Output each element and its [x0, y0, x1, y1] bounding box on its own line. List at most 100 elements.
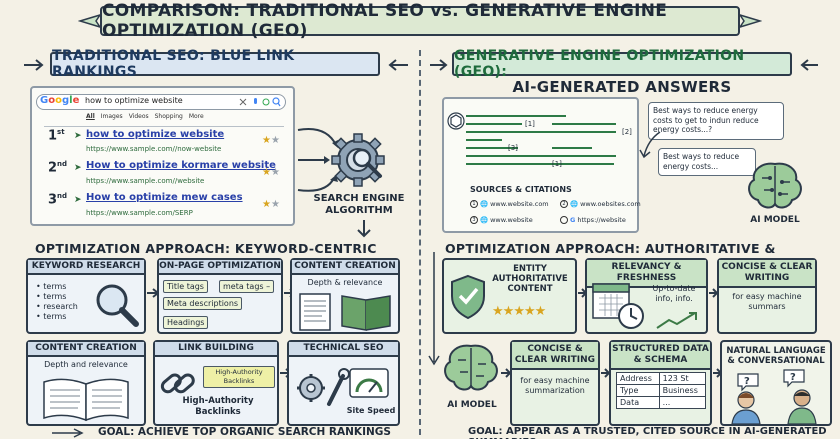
- natural-language-box: NATURAL LANGUAGE & CONVERSATIONAL ? ?: [720, 340, 832, 426]
- onpage-optimization-box: ON-PAGE OPTIMIZATION Title tags meta tag…: [157, 258, 283, 334]
- keyword-research-title: KEYWORD RESEARCH: [28, 260, 144, 275]
- structured-title: STRUCTURED DATA & SCHEMA: [611, 342, 710, 370]
- open-book-icon: [43, 378, 129, 422]
- keyword-term-list: • terms • terms • research • terms: [36, 282, 78, 321]
- entity-authoritative-box: ENTITY AUTHORITATIVE CONTENT ★★★★★: [442, 258, 577, 334]
- link-building-box: LINK BUILDING High-Authority Backlinks H…: [153, 340, 279, 426]
- sources-title: SOURCES & CITATIONS: [470, 185, 572, 194]
- tab-videos[interactable]: Videos: [128, 113, 149, 120]
- citation-marker[interactable]: [3]: [508, 144, 518, 152]
- page-title: COMPARISON: TRADITIONAL SEO vs. GENERATI…: [100, 1, 740, 41]
- term-item: terms: [43, 312, 67, 321]
- star-icon: ★: [502, 304, 515, 319]
- left-header-arrow-right-icon: [388, 59, 408, 71]
- rating-stars: ★★★★★: [492, 304, 547, 319]
- citation-marker[interactable]: [1]: [525, 120, 535, 128]
- result-title-1[interactable]: how to optimize website: [86, 129, 225, 140]
- star-icon: ★: [534, 304, 547, 319]
- google-tabs: All Images Videos Shopping More: [86, 113, 204, 120]
- star-icon: ★: [262, 135, 271, 146]
- magnifier-icon: [352, 148, 382, 178]
- globe-icon: 🌐: [480, 200, 489, 208]
- content-creation-box-bottom: CONTENT CREATION Depth and relevance: [26, 340, 146, 426]
- headings-tag: Headings: [163, 316, 209, 329]
- keyword-research-box: KEYWORD RESEARCH • terms • terms • resea…: [26, 258, 146, 334]
- entity-title: ENTITY AUTHORITATIVE CONTENT: [492, 264, 568, 294]
- source-item[interactable]: 1🌐www.website.com: [470, 200, 549, 208]
- chat-bubble-2: Best ways to reduce energy costs...: [658, 148, 756, 176]
- google-logo: Google: [40, 95, 80, 106]
- term-item: terms: [43, 292, 67, 301]
- document-book-icon: [299, 293, 391, 331]
- seo-section-header: TRADITIONAL SEO: BLUE LINK RANKINGS: [50, 48, 380, 80]
- result-title-2[interactable]: How to optimize kormare website: [86, 160, 276, 171]
- chain-link-icon: [160, 373, 195, 394]
- ai-model-label: AI MODEL: [750, 215, 800, 225]
- algorithm-label: SEARCH ENGINE ALGORITHM: [313, 193, 405, 216]
- geo-goal: GOAL: APPEAR AS A TRUSTED, CITED SOURCE …: [468, 426, 827, 439]
- magnifier-icon: [96, 284, 139, 327]
- content-creation-subtitle: Depth and relevance: [44, 360, 128, 369]
- citation-marker[interactable]: [1]: [552, 160, 562, 168]
- search-query: how to optimize website: [85, 96, 183, 105]
- result-arrow-icon: ➤: [74, 163, 82, 173]
- concise-text: for easy machine summars: [732, 292, 802, 311]
- tab-images[interactable]: Images: [100, 113, 123, 120]
- result-title-3[interactable]: How to optimize mew cases: [86, 192, 243, 203]
- backlinks-badge: High-Authority Backlinks: [203, 366, 275, 388]
- flow-arrow-icon: [428, 252, 440, 366]
- tab-all[interactable]: All: [86, 113, 95, 120]
- star-icon: ★: [262, 167, 271, 178]
- content-creation-box-top: CONTENT CREATION Depth & relevance: [290, 258, 400, 334]
- content-creation-title: CONTENT CREATION: [292, 260, 398, 275]
- star-icon: ★: [270, 167, 280, 178]
- speedometer-icon: [349, 368, 389, 398]
- google-g-icon: G: [570, 216, 576, 224]
- center-divider: [419, 50, 421, 435]
- svg-text:?: ?: [790, 372, 796, 383]
- globe-icon: 🌐: [570, 200, 579, 208]
- globe-icon: 🌐: [480, 216, 489, 224]
- goal-arrow-icon: [52, 428, 84, 438]
- geo-subheader: AI-GENERATED ANSWERS: [512, 78, 732, 96]
- result-arrow-icon: ➤: [74, 195, 82, 205]
- chatgpt-logo-icon: [447, 112, 465, 130]
- down-arrow-icon: [357, 220, 371, 238]
- result-url-1: https://www.sample.com//now-website: [86, 145, 222, 153]
- ai-answer-text-lines: [466, 115, 616, 165]
- tab-shopping[interactable]: Shopping: [154, 113, 183, 120]
- algorithm-graphic: [297, 128, 385, 192]
- content-creation-subtitle: Depth & relevance: [307, 278, 383, 287]
- technical-seo-title: TECHNICAL SEO: [289, 342, 398, 357]
- tab-more[interactable]: More: [188, 113, 204, 120]
- star-icon: ★: [523, 304, 536, 319]
- result-stars-3: ★★: [262, 192, 280, 211]
- term-item: terms: [43, 282, 67, 291]
- concise-title: CONCISE & CLEAR WRITING: [512, 342, 598, 370]
- result-stars-1: ★★: [262, 128, 280, 147]
- shield-check-icon: [451, 274, 485, 320]
- google-search-bar[interactable]: [36, 94, 286, 110]
- chat-bubble-1: Best ways to reduce energy costs to get …: [648, 102, 784, 140]
- star-icon: ★: [270, 199, 280, 210]
- result-rank-1: 1st: [48, 128, 65, 144]
- term-item: research: [43, 302, 78, 311]
- banner-left-arrow-icon: [78, 13, 102, 29]
- star-icon: ★: [492, 304, 504, 319]
- citation-marker[interactable]: [2]: [622, 128, 632, 136]
- left-header-arrow-icon: [24, 59, 44, 71]
- geo-section-header: GENERATIVE ENGINE OPTIMIZATION (GEO):: [452, 48, 792, 80]
- concise-title: CONCISE & CLEAR WRITING: [719, 260, 815, 288]
- concise-writing-box-bottom: CONCISE & CLEAR WRITING for easy machine…: [510, 340, 600, 426]
- trend-arrow-icon: [656, 312, 697, 329]
- source-item[interactable]: 3🌐www.website: [470, 216, 533, 224]
- seo-goal: GOAL: ACHIEVE TOP ORGANIC SEARCH RANKING…: [98, 426, 391, 438]
- right-header-arrow-right-icon: [800, 59, 818, 71]
- backlinks-label: High-Authority Backlinks: [182, 396, 254, 417]
- source-item[interactable]: 2🌐www.oebsites.com: [560, 200, 641, 208]
- right-header-arrow-icon: [430, 59, 448, 71]
- content-creation-title: CONTENT CREATION: [28, 342, 144, 357]
